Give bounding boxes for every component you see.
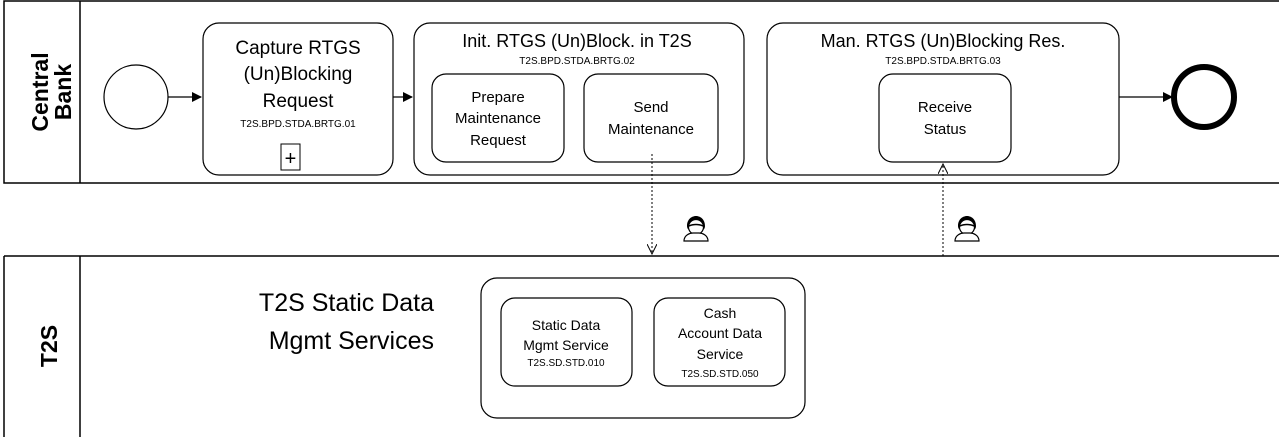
task-capture-code: T2S.BPD.STDA.BRTG.01 — [240, 119, 356, 130]
task-send-line2: Maintenance — [608, 121, 694, 138]
task-capture-title-line2: (Un)Blocking — [244, 64, 353, 85]
service-static-line1: Static Data — [532, 317, 601, 333]
pool-t2s: T2S — [3, 255, 1279, 437]
pool-label-t2s: T2S — [36, 325, 62, 367]
service-cash-line2: Account Data — [678, 325, 762, 341]
subprocess-expand-icon[interactable] — [280, 143, 301, 171]
service-static-line2: Mgmt Service — [523, 337, 609, 353]
start-event-icon[interactable] — [103, 64, 169, 130]
pool-central-bank: Central Bank — [3, 0, 1279, 184]
task-prepare-maintenance[interactable]: Prepare Maintenance Request — [431, 73, 565, 163]
task-send-maintenance[interactable]: Send Maintenance — [583, 73, 719, 163]
service-static-code: T2S.SD.STD.010 — [527, 358, 605, 369]
task-receive-line2: Status — [924, 121, 967, 138]
task-send-line1: Send — [633, 99, 668, 116]
subprocess-manage-title: Man. RTGS (Un)Blocking Res. — [821, 31, 1066, 51]
task-capture-title-line3: Request — [263, 91, 334, 112]
pool-label-central-bank-line2: Bank — [50, 64, 76, 120]
task-prepare-line1: Prepare — [471, 89, 524, 106]
service-cash-account[interactable]: Cash Account Data Service T2S.SD.STD.050 — [653, 297, 786, 387]
subprocess-init-code: T2S.BPD.STDA.BRTG.02 — [519, 56, 635, 67]
end-event-icon[interactable] — [1171, 64, 1237, 130]
task-prepare-line2: Maintenance — [455, 110, 541, 127]
task-capture-title-line1: Capture RTGS — [235, 38, 360, 59]
service-cash-code: T2S.SD.STD.050 — [681, 369, 759, 380]
task-receive-status[interactable]: Receive Status — [878, 73, 1012, 163]
task-prepare-line3: Request — [470, 132, 527, 149]
subprocess-manage-code: T2S.BPD.STDA.BRTG.03 — [885, 56, 1001, 67]
t2s-services-title-line1: T2S Static Data — [259, 289, 434, 317]
task-capture-rtgs[interactable]: Capture RTGS (Un)Blocking Request T2S.BP… — [202, 22, 394, 176]
person-icon — [954, 216, 980, 242]
service-cash-line3: Service — [697, 346, 744, 362]
pool-label-central-bank-line1: Central — [27, 52, 53, 131]
person-icon — [683, 216, 709, 242]
service-static-data[interactable]: Static Data Mgmt Service T2S.SD.STD.010 — [500, 297, 633, 387]
subprocess-marker: + — [285, 148, 297, 170]
subprocess-init-title: Init. RTGS (Un)Block. in T2S — [462, 31, 691, 51]
t2s-services-title-line2: Mgmt Services — [269, 327, 434, 355]
task-receive-line1: Receive — [918, 99, 972, 116]
service-cash-line1: Cash — [704, 305, 737, 321]
